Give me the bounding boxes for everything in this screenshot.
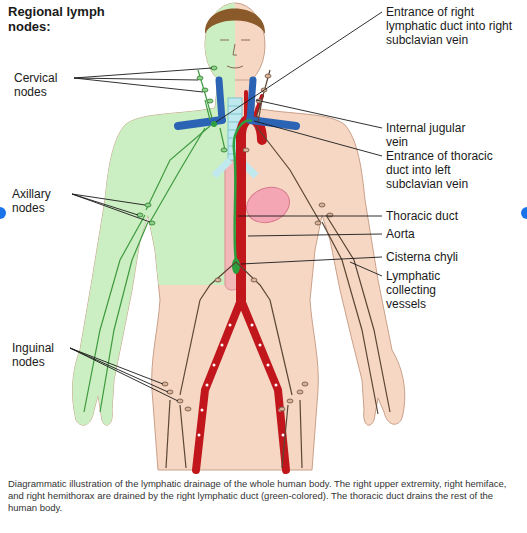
part-label: Axillary nodes (12, 187, 72, 215)
part-label: Lymphatic collecting vessels (386, 269, 476, 311)
part-label: Entrance of thoracic duct into left subc… (386, 149, 498, 191)
hair (205, 9, 265, 35)
lymph-vessels (166, 70, 390, 468)
heart (242, 182, 295, 229)
thoracic-duct (234, 121, 252, 262)
part-label: Entrance of right lymphatic duct into ri… (386, 5, 524, 47)
right-duct-region (0, 0, 235, 440)
vessel-dots (198, 324, 285, 437)
face (220, 40, 250, 68)
lymph-nodes (162, 74, 333, 411)
slider-dot (0, 207, 6, 219)
veins (178, 80, 296, 126)
part-label: Cisterna chyli (386, 250, 516, 264)
slider-dot (521, 207, 527, 219)
part-label: Inguinal nodes (12, 341, 68, 369)
part-label: Cervical nodes (14, 71, 76, 99)
lymph-vessels-green (84, 70, 225, 412)
figure-caption: Diagrammatic illustration of the lymphat… (8, 478, 516, 514)
part-label: Thoracic duct (386, 209, 516, 223)
cisterna-chyli (232, 258, 240, 274)
part-label: Aorta (386, 227, 516, 241)
figure-title: Regional lymph nodes: (8, 4, 118, 34)
leader-lines (70, 12, 382, 401)
part-label: Internal jugular vein (386, 121, 468, 149)
aorta (196, 92, 286, 470)
